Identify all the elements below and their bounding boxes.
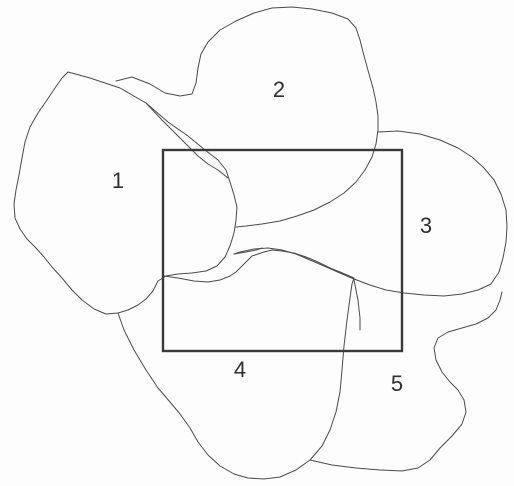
region-5-outline	[310, 292, 502, 471]
region-3-label: 3	[420, 213, 432, 238]
region-1-outline	[14, 72, 237, 314]
region-1-label: 1	[112, 168, 124, 193]
region-4-label: 4	[234, 357, 246, 382]
region-2-label: 2	[273, 77, 285, 102]
region-3-outline	[234, 131, 507, 296]
region-3-notch	[234, 248, 262, 254]
region-5-left-edge	[354, 280, 360, 330]
region-2-outline	[116, 7, 378, 227]
region-5-label: 5	[391, 371, 403, 396]
region-4-top-edge	[164, 250, 354, 282]
